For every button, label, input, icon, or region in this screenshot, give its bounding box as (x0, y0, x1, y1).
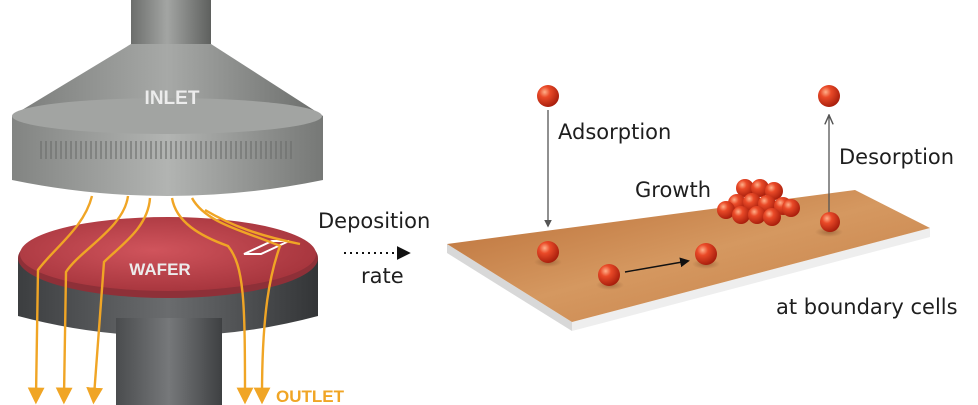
deposition-link: Deposition rate (318, 209, 430, 288)
growth-label: Growth (635, 178, 711, 202)
desorbing-particle (820, 212, 840, 232)
outlet-label: OUTLET (276, 387, 345, 405)
cluster-particle (748, 206, 766, 224)
adsorbed-particle (537, 241, 559, 263)
showerhead-cone (12, 44, 323, 116)
gas-flow-lines (27, 195, 301, 405)
wafer-disc (20, 217, 316, 291)
showerhead-ring (12, 116, 323, 196)
desorption-label: Desorption (839, 145, 954, 169)
inlet-pipe (131, 0, 211, 52)
diffusing-particle (695, 243, 717, 265)
flow-line (55, 195, 130, 405)
cluster-particle (763, 208, 781, 226)
cluster-particle (717, 201, 735, 219)
cluster-particle (736, 179, 754, 197)
flow-line (204, 208, 301, 246)
flow-line (170, 197, 254, 405)
substrate-base (447, 244, 572, 331)
diffusion-arrow (624, 257, 690, 273)
growth-cluster (717, 179, 800, 226)
diffusing-particle (598, 264, 620, 286)
inlet-label: INLET (145, 88, 200, 109)
cluster-particle (751, 179, 769, 197)
desorbed-particle (818, 85, 840, 107)
flow-line (86, 197, 152, 405)
cluster-particle (732, 206, 750, 224)
cluster-particle (782, 199, 800, 217)
adsorption-label: Adsorption (558, 120, 671, 144)
substrate-side (572, 228, 930, 331)
flow-line (190, 197, 282, 405)
rate-label: rate (361, 264, 404, 288)
flow-line (27, 195, 94, 405)
wafer-stand-post (116, 318, 222, 405)
surface-model: Adsorption Desorption (447, 85, 958, 331)
incoming-particle (537, 85, 559, 107)
boundary-label: at boundary cells (776, 295, 958, 319)
deposition-label: Deposition (318, 209, 430, 233)
reactor: INLET WAFER OUTLET (12, 0, 345, 405)
substrate-plate (447, 190, 930, 322)
wafer-label: WAFER (129, 260, 190, 279)
showerhead-top-rim (12, 98, 322, 134)
